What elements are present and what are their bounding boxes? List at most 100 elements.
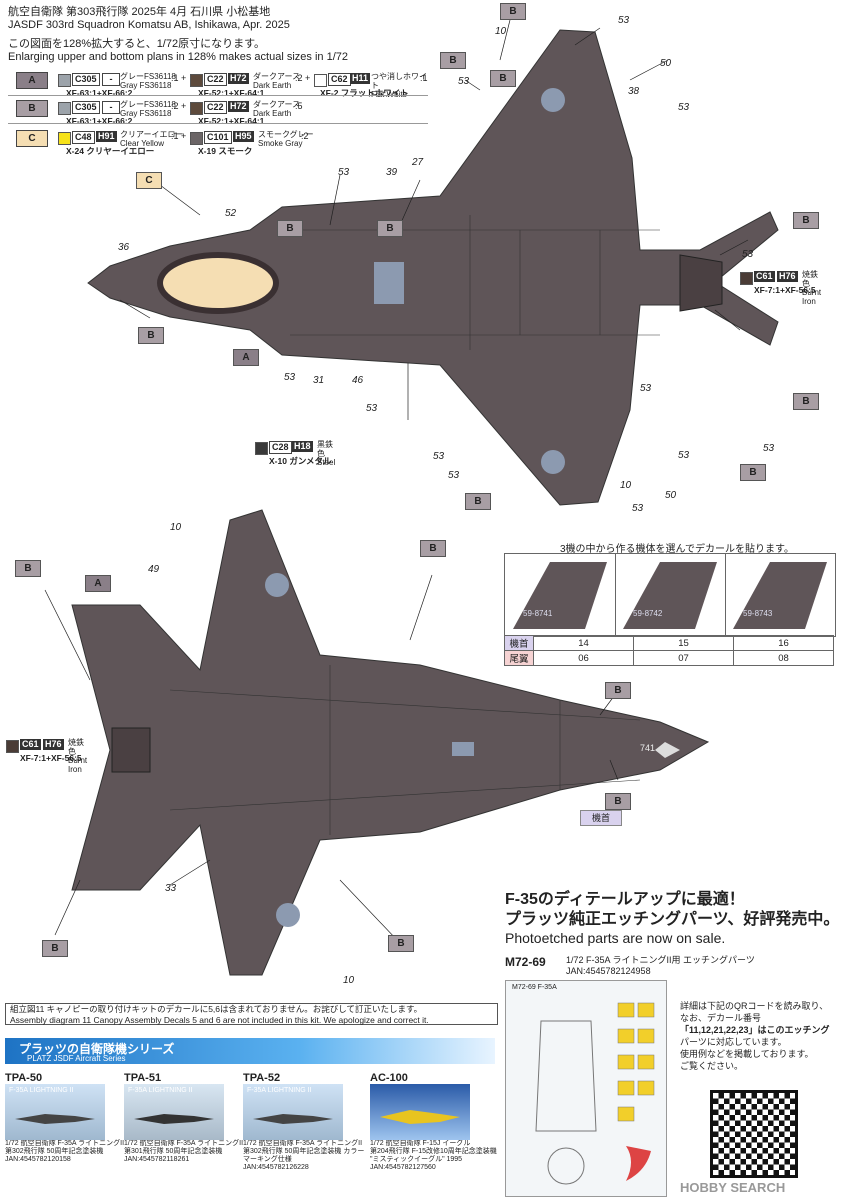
callout-number: 53 bbox=[640, 383, 652, 394]
flat-white-swatch bbox=[314, 74, 327, 87]
callout-number: 10 bbox=[170, 522, 182, 533]
paint-code-h: H11 bbox=[350, 73, 371, 84]
callout-number: 53 bbox=[338, 167, 350, 178]
paint-tag-b: B bbox=[500, 3, 526, 20]
callout-number: 10 bbox=[495, 26, 507, 37]
series-line: 第204飛行隊 F-15改修10周年記念塗装機 "ミスティックイーグル" 199… bbox=[370, 1148, 497, 1163]
paint-mix: XF-7:1+XF-56:5 bbox=[20, 753, 82, 763]
qr-code-icon[interactable] bbox=[710, 1090, 798, 1178]
gray-swatch bbox=[58, 102, 71, 115]
nose-number: 741 bbox=[640, 743, 656, 753]
detail-line: 「11,12,21,22,23」はこのエッチング bbox=[680, 1025, 830, 1035]
paint-ratio: :2 + bbox=[295, 73, 311, 83]
jet-icon bbox=[134, 1114, 214, 1124]
series-item-ac100[interactable]: AC-100 1/72 航空自衛隊 F-15J イーグル 第204飛行隊 F-1… bbox=[370, 1072, 498, 1172]
box-art bbox=[370, 1084, 470, 1140]
series-line: 1/72 航空自衛隊 F-15J イーグル bbox=[370, 1140, 471, 1147]
product-info: 1/72 F-35A ライトニングII用 エッチングパーツ JAN:454578… bbox=[566, 955, 755, 977]
series-title-en: PLATZ JSDF Aircraft Series bbox=[27, 1054, 126, 1063]
panel-lines bbox=[169, 665, 641, 835]
paint-name: つや消しホワイトFlat White bbox=[371, 72, 428, 99]
paint-tag-b: B bbox=[740, 464, 766, 481]
paint-name-en: Burnt Iron bbox=[802, 288, 822, 306]
paint-letter-c: C bbox=[16, 130, 48, 147]
detail-line: ご覧ください。 bbox=[680, 1061, 744, 1071]
paint-tag-b: B bbox=[138, 327, 164, 344]
paint-name-en: Dark Earth bbox=[253, 81, 292, 90]
callout-number: 36 bbox=[118, 242, 130, 253]
dark-earth-swatch bbox=[190, 102, 203, 115]
panel-lines bbox=[290, 215, 660, 350]
roundel-right-wing bbox=[276, 903, 300, 927]
nose-tag: 機首 bbox=[580, 810, 622, 826]
series-line: 1/72 航空自衛隊 F-35A ライトニングII bbox=[5, 1140, 125, 1147]
paint-mix: X-24 クリヤーイエロー bbox=[66, 146, 155, 156]
paint-name-jp: ダークアース bbox=[253, 72, 301, 81]
tail-fin-icon bbox=[623, 562, 717, 629]
callout-number: 53 bbox=[742, 249, 754, 260]
series-code: TPA-50 bbox=[5, 1072, 43, 1084]
paint-mix: XF-52:1+XF-64:1 bbox=[198, 116, 265, 126]
paint-code: C61 bbox=[754, 271, 775, 282]
paint-code: C28 bbox=[269, 441, 292, 454]
paint-name-jp: 焼鉄色 bbox=[68, 738, 84, 756]
series-item-tpa50[interactable]: TPA-50 F-35A LIGHTNING II 1/72 航空自衛隊 F-3… bbox=[5, 1072, 125, 1164]
paint-mix: X-10 ガンメタル bbox=[269, 456, 332, 466]
callout-number: 10 bbox=[343, 975, 355, 986]
page-header: 航空自衛隊 第303飛行隊 2025年 4月 石川県 小松基地 JASDF 30… bbox=[8, 6, 290, 32]
exhaust-nozzle-bottom bbox=[111, 727, 151, 773]
paint-mix: XF-52:1+XF-64:1 bbox=[198, 88, 265, 98]
paint-tag-b: B bbox=[793, 393, 819, 410]
callout-number: 53 bbox=[632, 503, 644, 514]
paint-tag-b: B bbox=[605, 793, 631, 810]
watermark: HOBBY SEARCH bbox=[680, 1180, 786, 1195]
paint-name-en: Gray FS36118 bbox=[120, 81, 172, 90]
series-jan: JAN:4545782118261 bbox=[124, 1156, 190, 1163]
callout-number: 27 bbox=[412, 157, 424, 168]
series-item-tpa52[interactable]: TPA-52 F-35A LIGHTNING II 1/72 航空自衛隊 F-3… bbox=[243, 1072, 368, 1172]
exhaust-nozzle-top bbox=[679, 254, 723, 312]
paint-name-en: Burnt Iron bbox=[68, 756, 88, 774]
series-code: AC-100 bbox=[370, 1072, 408, 1084]
divider bbox=[8, 95, 428, 96]
correction-en: Assembly diagram 11 Canopy Assembly Deca… bbox=[10, 1015, 429, 1025]
paint-name-jp: クリアーイエロー bbox=[120, 130, 184, 139]
paint-tag-b: B bbox=[15, 560, 41, 577]
jet-icon bbox=[253, 1114, 333, 1124]
paint-tag-b: B bbox=[605, 682, 631, 699]
detail-line: 使用例などを掲載しております。 bbox=[680, 1049, 814, 1059]
paint-name-en: Smoke Gray bbox=[258, 139, 303, 148]
callout-number: 33 bbox=[165, 883, 177, 894]
paint-ratio: :1 bbox=[420, 73, 428, 83]
paint-code: C22 bbox=[204, 73, 227, 86]
callout-number: 31 bbox=[313, 375, 325, 386]
paint-name-jp: つや消しホワイト bbox=[371, 72, 427, 90]
paint-tag-b: B bbox=[793, 212, 819, 229]
paint-code-h: H76 bbox=[43, 739, 64, 750]
tail-option-2: 59-8742 bbox=[615, 554, 726, 636]
tail-serial: 59-8742 bbox=[633, 609, 663, 618]
paint-code-h: H95 bbox=[233, 131, 254, 142]
gray-swatch bbox=[58, 74, 71, 87]
paint-name-en: Gray FS36118 bbox=[120, 109, 172, 118]
table-cell: 16 bbox=[733, 635, 834, 651]
paint-ratio: :2 bbox=[301, 131, 309, 141]
correction-notice: 組立図11 キャノピーの取り付けキットのデカールに5,6は含まれておりません。お… bbox=[5, 1003, 498, 1025]
callout-number: 53 bbox=[618, 15, 630, 26]
pe-parts-drawing bbox=[535, 1002, 655, 1185]
table-row: 尾翼 06 07 08 bbox=[504, 650, 834, 666]
leader-lines bbox=[44, 19, 749, 941]
callout-number: 50 bbox=[660, 58, 672, 69]
series-item-tpa51[interactable]: TPA-51 F-35A LIGHTNING II 1/72 航空自衛隊 F-3… bbox=[124, 1072, 244, 1164]
roundel-top bbox=[541, 88, 565, 112]
paint-code: C61 bbox=[20, 739, 41, 750]
callout-number: 53 bbox=[458, 76, 470, 87]
paint-name-jp: グレーFS36118 bbox=[120, 72, 176, 81]
